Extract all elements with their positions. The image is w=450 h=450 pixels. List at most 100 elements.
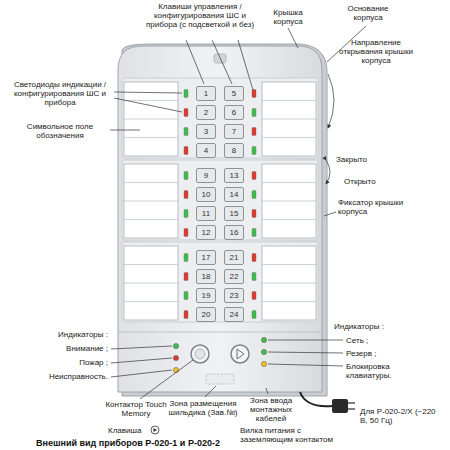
leader-line xyxy=(186,40,204,84)
control-key: 2 xyxy=(196,105,216,120)
panel-divider xyxy=(118,332,322,333)
control-key: 23 xyxy=(224,288,244,303)
key-number: 5 xyxy=(232,89,236,98)
symbol-field-row xyxy=(262,219,316,220)
leader-line xyxy=(111,358,172,363)
callout-label: Зона ввода монтажных кабелей xyxy=(242,396,300,423)
led-indicator xyxy=(184,292,188,300)
led-indicator xyxy=(184,254,188,262)
power-plug xyxy=(332,399,348,413)
plug-pin xyxy=(348,408,355,410)
key-number: 19 xyxy=(202,291,211,300)
key-number: 14 xyxy=(230,190,239,199)
callout-label: Направление открывания крышки корпуса xyxy=(334,38,418,65)
callout-label: Резерв ; xyxy=(346,349,376,358)
power-cable xyxy=(300,392,332,406)
control-key: 22 xyxy=(224,269,244,284)
symbol-field-row xyxy=(262,100,316,101)
control-key: 24 xyxy=(224,307,244,322)
key-number: 1 xyxy=(204,89,208,98)
control-key: 3 xyxy=(196,124,216,139)
symbol-field xyxy=(262,164,316,238)
callout-label: Открыто xyxy=(344,177,376,186)
leader-line xyxy=(238,40,253,90)
symbol-field-row xyxy=(124,201,178,202)
control-key: 15 xyxy=(224,206,244,221)
key-icon-arrow xyxy=(154,428,158,432)
led-indicator xyxy=(252,210,256,218)
panel-groups xyxy=(118,78,322,332)
panel-group xyxy=(122,160,318,240)
led-indicator xyxy=(252,172,256,180)
key-number: 11 xyxy=(202,209,210,218)
symbol-field-row xyxy=(262,301,316,302)
key-symbol xyxy=(237,349,244,359)
symbol-field-row xyxy=(262,201,316,202)
led-indicator xyxy=(252,90,256,98)
symbol-field-row xyxy=(124,182,178,183)
logo-mark xyxy=(214,54,226,63)
led-indicator xyxy=(184,229,188,237)
led-attention xyxy=(173,343,178,348)
symbol-field-row xyxy=(124,119,178,120)
control-key: 14 xyxy=(224,187,244,202)
led-indicator xyxy=(184,128,188,136)
control-key: 16 xyxy=(224,225,244,240)
led-indicator xyxy=(252,191,256,199)
led-indicator xyxy=(184,311,188,319)
key-number: 22 xyxy=(230,272,239,281)
control-key: 10 xyxy=(196,187,216,202)
control-key: 4 xyxy=(196,143,216,158)
control-key: 5 xyxy=(224,86,244,101)
led-indicator xyxy=(252,128,256,136)
callout-label: Клавиши управления / конфигурирования ШС… xyxy=(140,2,260,29)
led-indicator xyxy=(184,147,188,155)
leader-line xyxy=(268,364,343,366)
control-key: 7 xyxy=(224,124,244,139)
led-indicator xyxy=(252,254,256,262)
latch-arrow xyxy=(326,160,330,184)
key-number: 4 xyxy=(204,146,208,155)
round-key xyxy=(231,345,249,363)
callout-label: Светодиоды индикации / конфигурирования … xyxy=(8,80,112,107)
panel-group xyxy=(122,242,318,322)
leader-line xyxy=(205,386,216,397)
symbol-field-row xyxy=(262,182,316,183)
led-reserve xyxy=(261,349,266,354)
leader-line xyxy=(212,40,232,84)
callout-label: Зона размещения шильдика (Зав.№) xyxy=(168,399,238,417)
control-key: 20 xyxy=(196,307,216,322)
leader-line xyxy=(268,352,343,353)
led-indicator xyxy=(252,147,256,155)
leader-line xyxy=(324,212,336,216)
nameplate-zone xyxy=(206,374,234,384)
leader-line xyxy=(288,28,298,48)
key-number: 8 xyxy=(232,146,236,155)
led-indicator xyxy=(252,311,256,319)
led-indicator xyxy=(252,292,256,300)
key-number: 10 xyxy=(202,190,211,199)
symbol-field-row xyxy=(124,137,178,138)
symbol-field xyxy=(124,246,178,320)
key-number: 13 xyxy=(230,171,239,180)
key-number: 6 xyxy=(232,108,236,117)
key-number: 3 xyxy=(204,127,208,136)
callout-label: Пожар ; xyxy=(8,358,108,367)
control-key: 17 xyxy=(196,250,216,265)
callout-label: Внимание ; xyxy=(8,344,108,353)
callout-label: Вилка питания с заземляющим контактом xyxy=(240,426,336,444)
led-fault xyxy=(173,367,178,372)
leader-line xyxy=(111,346,172,349)
led-indicator xyxy=(252,273,256,281)
symbol-field-row xyxy=(262,264,316,265)
led-indicator xyxy=(184,90,188,98)
leader-line xyxy=(268,340,343,341)
callout-label: Контактор Touch Memory xyxy=(100,400,172,418)
key-number: 9 xyxy=(204,171,208,180)
led-indicator xyxy=(252,109,256,117)
callout-label: Неисправность. xyxy=(8,372,108,381)
symbol-field-row xyxy=(124,283,178,284)
control-key: 12 xyxy=(196,225,216,240)
leader-lines xyxy=(110,26,366,399)
led-keyboard-lock xyxy=(261,361,266,366)
